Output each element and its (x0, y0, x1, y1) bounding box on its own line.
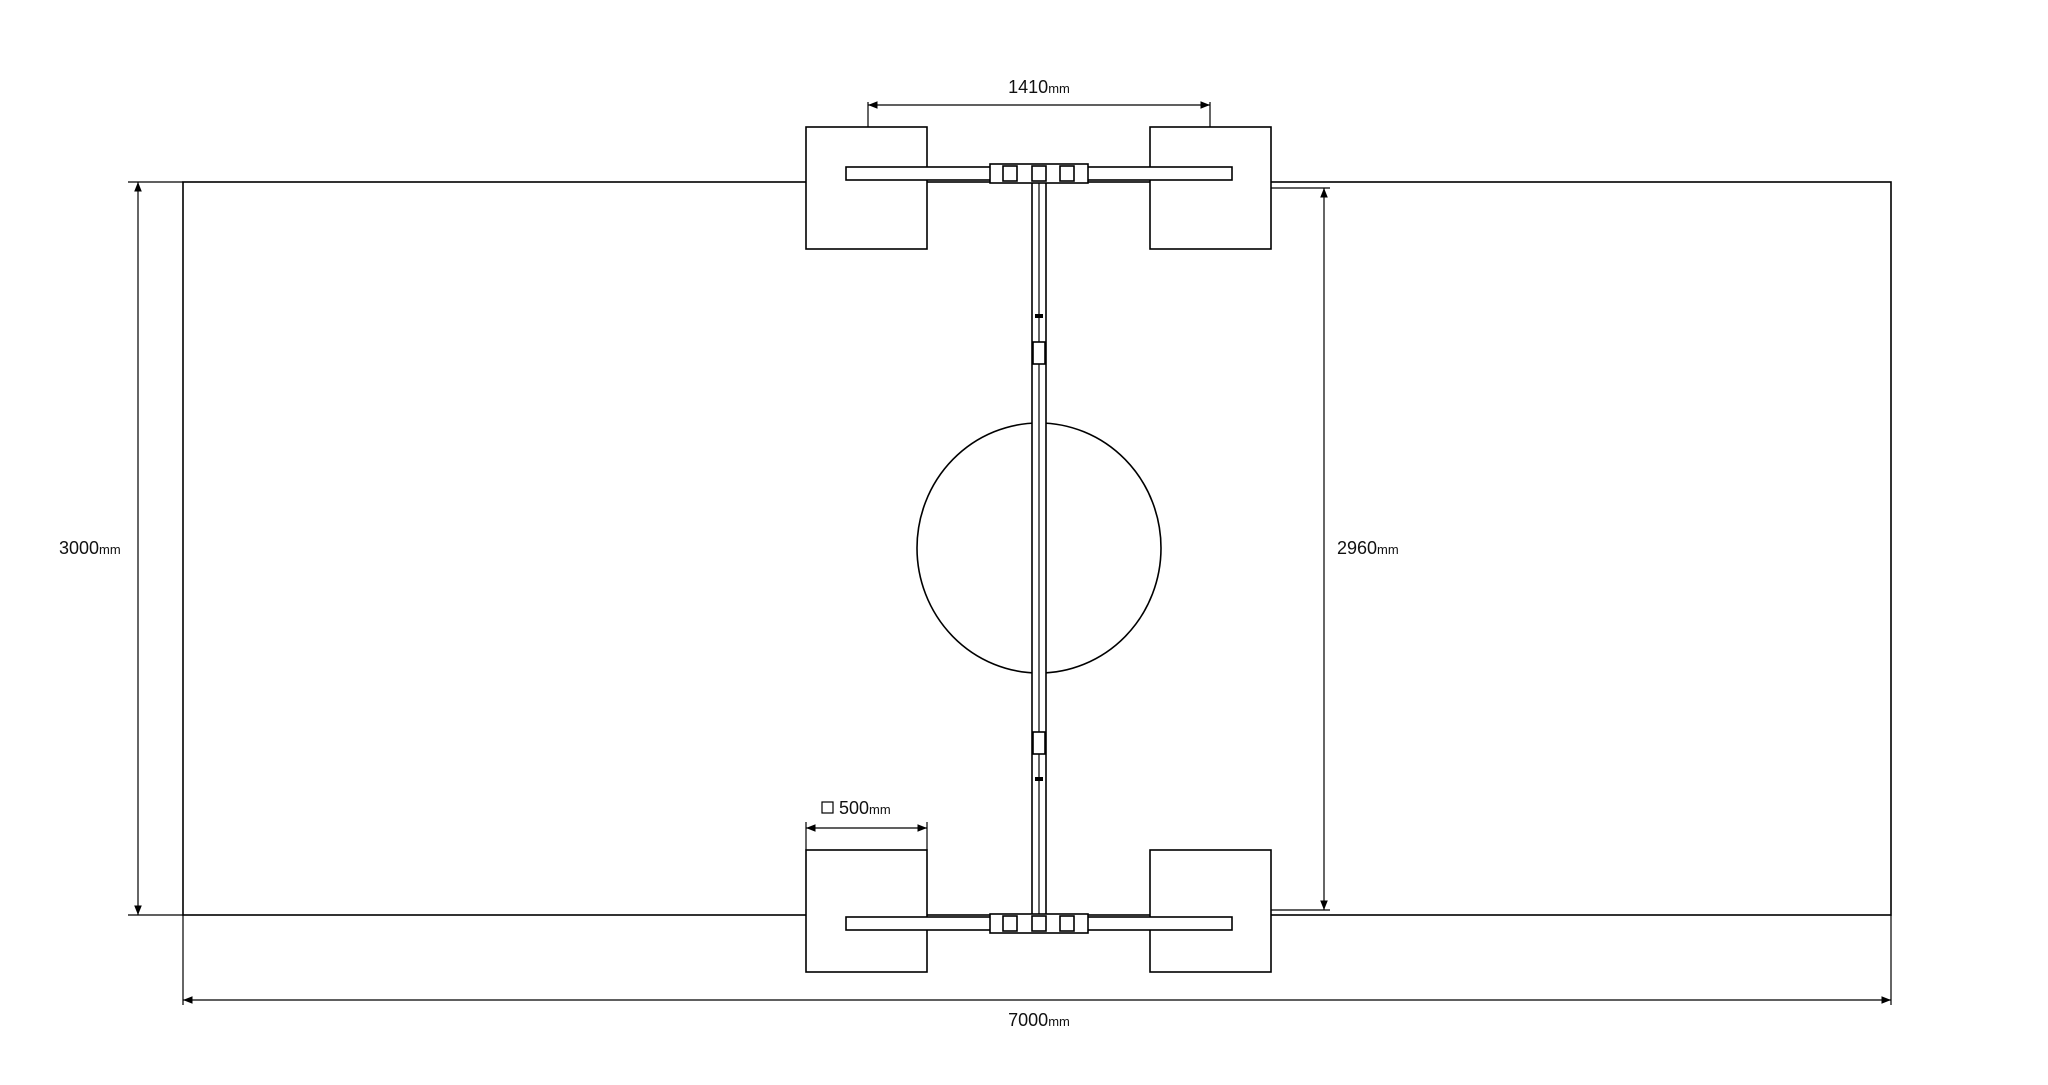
footing-bottom-left (805, 849, 928, 973)
bottom-clamp-bolt-right (1059, 915, 1075, 932)
top-clamp-bolt-right (1059, 165, 1075, 182)
bottom-clamp-bolt-left (1002, 915, 1018, 932)
spine-tick-upper (1035, 314, 1043, 318)
top-clamp-bolt-left (1002, 165, 1018, 182)
top-clamp-center (1031, 165, 1047, 182)
dim-left-label: 3000mm (59, 538, 121, 558)
spine-tick-lower (1035, 777, 1043, 781)
dim-top-label: 1410mm (1008, 77, 1070, 97)
footing-top-right (1149, 126, 1272, 250)
dim-footing-label: 500mm (839, 798, 891, 818)
square-symbol-icon (821, 801, 834, 814)
dim-bottom-label: 7000mm (1008, 1010, 1070, 1030)
footing-bottom-right (1149, 849, 1272, 973)
footing-top-left (805, 126, 928, 250)
dim-right-label: 2960mm (1337, 538, 1399, 558)
spine-connector-upper (1032, 341, 1046, 365)
spine-connector-lower (1032, 731, 1046, 755)
bottom-clamp-center (1031, 915, 1047, 932)
